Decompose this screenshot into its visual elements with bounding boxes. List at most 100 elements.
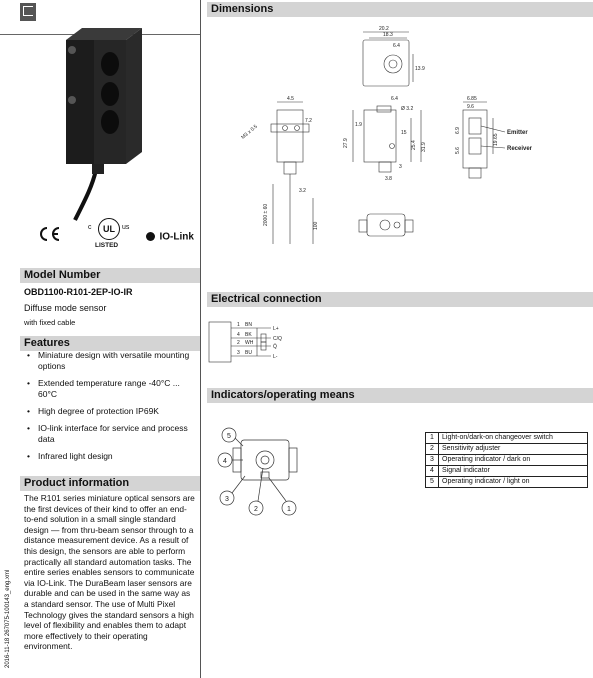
dim-label: 31.9: [421, 142, 427, 152]
callout-2: 2: [254, 506, 258, 513]
indicator-text: Operating indicator / dark on: [438, 454, 588, 466]
table-row: 3 Operating indicator / dark on: [425, 454, 588, 466]
dim-label: 3.8: [385, 176, 392, 182]
table-row: 4 Signal indicator: [425, 465, 588, 477]
left-view-flange: [270, 123, 310, 133]
model-subdescription: with fixed cable: [24, 318, 76, 327]
features-heading: Features: [20, 336, 200, 351]
dim-label: 18.3: [383, 32, 393, 38]
dim-label: 15: [401, 130, 407, 136]
indicator-text: Signal indicator: [438, 465, 588, 477]
wire-label-wh: WH: [245, 340, 254, 346]
model-number: OBD1100-R101-2EP-IO-IR: [24, 287, 133, 297]
right-view-receiver: [468, 137, 482, 155]
bottom-view-body: [366, 213, 406, 237]
dim-label: 6.4: [393, 43, 400, 49]
top-view-knob-inner: [388, 59, 398, 69]
emitter-label: Emitter: [507, 130, 528, 136]
terminal-l-minus: L-: [273, 354, 278, 360]
dim-label: 25.4: [411, 140, 417, 150]
sensor-symbol: [208, 321, 232, 363]
terminal-cq: C/Q: [273, 336, 282, 342]
callout-3: 3: [225, 496, 229, 503]
model-number-heading: Model Number: [20, 268, 200, 283]
load-symbol: [260, 341, 267, 351]
product-photo: [66, 28, 142, 221]
pin-number: 4: [237, 332, 240, 338]
dim-label: Ø 3.2: [401, 106, 413, 112]
sensor-top-tab: [288, 447, 298, 473]
feature-item: Infrared light design: [24, 451, 196, 462]
wire-label-bk: BK: [245, 332, 252, 338]
feature-item: Extended temperature range -40°C ... 60°…: [24, 378, 196, 400]
features-list: Miniature design with versatile mounting…: [24, 350, 196, 468]
indicator-number: 5: [425, 476, 439, 488]
dim-label: 4.5: [287, 96, 294, 102]
dim-label: 3: [399, 164, 402, 170]
left-column: UL c us LISTED IO-Link Model Number OBD1…: [0, 0, 200, 678]
pin-number: 1: [237, 322, 240, 328]
dim-label: 7.2: [305, 118, 312, 124]
callout-4: 4: [223, 458, 227, 465]
changeover-switch: [260, 471, 270, 479]
ul-circle: UL: [98, 218, 120, 240]
ul-c-label: c: [88, 224, 92, 231]
dimensions-drawing: 20.2 18.3 6.4 13.9 4.5 M3 x 0.5 7.2 3.2 …: [240, 26, 533, 244]
front-view-cable-gland: [378, 161, 392, 173]
receiver-label: Receiver: [507, 146, 533, 152]
dim-label: 100: [313, 221, 319, 230]
indicator-number: 3: [425, 454, 439, 466]
dim-label: 19.65: [493, 133, 499, 146]
indicators-drawing: 5 4 3 2 1: [217, 427, 298, 516]
right-view-body: [462, 109, 488, 169]
feature-item: IO-link interface for service and proces…: [24, 423, 196, 445]
table-row: 1 Light-on/dark-on changeover switch: [425, 432, 588, 444]
iolink-mark: IO-Link: [146, 228, 194, 246]
indicator-number: 4: [425, 465, 439, 477]
dim-label: 3.2: [299, 188, 306, 194]
product-info-heading: Product information: [20, 476, 200, 491]
column-divider: [200, 0, 201, 678]
pin-number: 2: [237, 340, 240, 346]
dim-label: 20.2: [379, 26, 389, 32]
dim-label: M3 x 0.5: [240, 124, 259, 141]
front-view-top-cap: [376, 105, 392, 113]
indicator-number: 2: [425, 443, 439, 455]
wire-label-bn: BN: [245, 322, 252, 328]
wire-label-bu: BU: [245, 350, 252, 356]
product-info-text: The R101 series miniature optical sensor…: [24, 493, 195, 652]
ce-mark: [40, 227, 60, 241]
electrical-connection-heading: Electrical connection: [207, 292, 593, 307]
iolink-icon: [146, 232, 155, 242]
dim-label: 2000 ± 60: [263, 204, 269, 226]
ul-us-label: us: [122, 224, 130, 231]
dim-label: 13.9: [415, 66, 425, 72]
indicator-number: 1: [425, 432, 439, 444]
ul-listed-label: LISTED: [95, 242, 119, 249]
feature-item: Miniature design with versatile mounting…: [24, 350, 196, 372]
dim-label: 6.85: [467, 96, 477, 102]
sensitivity-knob: [255, 450, 275, 470]
dimensions-heading: Dimensions: [207, 2, 593, 17]
right-column: Dimensions 20.2 18.3 6.4 13.9 4.5 M3 x 0…: [201, 0, 593, 678]
model-description: Diffuse mode sensor: [24, 303, 107, 313]
dim-label: 9.6: [467, 104, 474, 110]
indicator-text: Light-on/dark-on changeover switch: [438, 432, 588, 444]
sensor-top-body: [240, 439, 290, 481]
indicators-table: 1 Light-on/dark-on changeover switch 2 S…: [425, 432, 588, 488]
terminal-l-plus: L+: [273, 326, 279, 332]
dim-label: 27.9: [343, 138, 349, 148]
dim-label: 1.9: [355, 122, 362, 128]
side-note-text: 2016-11-18 267075-100143_eng.xml: [5, 569, 11, 668]
brand-logo: [20, 3, 36, 21]
table-row: 5 Operating indicator / light on: [425, 476, 588, 488]
document-side-note: 2016-11-18 267075-100143_eng.xml: [3, 520, 13, 678]
indicator-text: Operating indicator / light on: [438, 476, 588, 488]
callout-5: 5: [227, 433, 231, 440]
pin-number: 3: [237, 350, 240, 356]
front-view-body: [363, 109, 397, 163]
terminal-qbar: Q̄: [273, 343, 277, 350]
dim-label: 6.4: [391, 96, 398, 102]
sensitivity-knob-inner: [260, 455, 270, 465]
right-view-cable-gland: [468, 167, 482, 179]
